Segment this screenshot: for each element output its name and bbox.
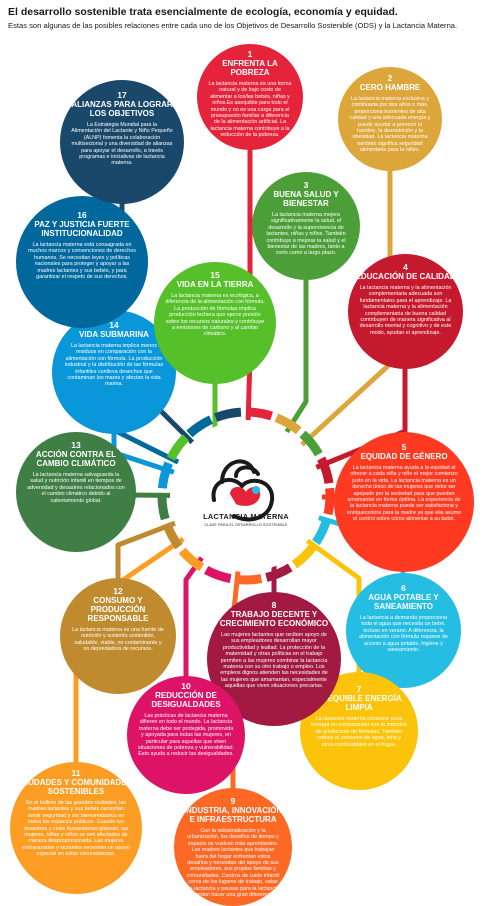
page-title: El desarrollo sostenible trata esencialm… <box>8 6 398 18</box>
goal-description: Las prácticas de lactancia materna difie… <box>138 713 234 758</box>
goal-title: ENFRENTA LA POBREZA <box>222 59 278 77</box>
goal-description: La lactancia materna ayuda a la equidad … <box>346 465 462 523</box>
center-logo: LACTANCIA MATERNA CLAVE PARA EL DESARROL… <box>170 420 322 572</box>
goal-description: Con la industrialización y la urbanizaci… <box>186 828 280 899</box>
center-ring-segment <box>166 434 190 461</box>
goal-number: 14 <box>109 320 119 330</box>
goal-10-circle: 10 REDUCCIÓN DE DESIGUALDADES Las prácti… <box>127 676 245 794</box>
goal-description: La lactancia materna salvaguarda la salu… <box>27 472 125 504</box>
goal-title: AGUA POTABLE Y SANEAMIENTO <box>368 593 439 611</box>
center-ring-segment <box>162 522 183 550</box>
goal-number: 15 <box>210 270 220 280</box>
goal-17-circle: 17 ALIANZAS PARA LOGRAR LOS OBJETIVOS La… <box>60 80 184 204</box>
goal-title: INDUSTRIA, INNOVACIÓN E INFRAESTRUCTURA <box>183 806 283 824</box>
goal-2-circle: 2 CERO HAMBRE La lactancia materna exclu… <box>338 67 442 171</box>
center-ring-segment <box>323 487 335 516</box>
center-ring-segment <box>234 574 263 585</box>
goal-title: CERO HAMBRE <box>359 83 421 92</box>
goal-title: CIUDADES Y COMUNIDADES SOSTENIBLES <box>20 778 132 796</box>
goal-description: En el bullicio de las grandes ciudades, … <box>21 800 131 858</box>
center-ring-segment <box>317 456 334 485</box>
goal-title: EQUIDAD DE GÉNERO <box>360 452 448 461</box>
center-ring-segment <box>312 517 332 546</box>
page-subtitle: Estas son algunas de las posibles relaci… <box>8 21 458 30</box>
center-ring-segment <box>291 543 317 569</box>
goal-number: 13 <box>71 440 81 450</box>
goal-11-circle: 11 CIUDADES Y COMUNIDADES SOSTENIBLES En… <box>10 762 142 894</box>
goal-title: BUENA SALUD Y BIENESTAR <box>273 190 339 208</box>
center-ring-segment <box>157 461 173 489</box>
goal-description: La lactancia materna es una fuente de nu… <box>72 627 164 653</box>
goal-4-circle: 4 EDUCACIÓN DE CALIDAD La lactancia mate… <box>348 254 463 369</box>
goal-number: 16 <box>77 210 87 220</box>
center-ring-segment <box>245 407 273 421</box>
goal-7-circle: 7 ASEQUIBLE ENERGÍA LIMPIA La lactancia … <box>300 672 418 790</box>
goal-description: La lactancia materna exclusiva y continu… <box>349 96 431 154</box>
center-ring-segment <box>178 547 205 572</box>
goal-description: La lactancia materna es ecológica, a dif… <box>165 293 265 338</box>
goal-12-circle: 12 CONSUMO Y PRODUCCIÓN RESPONSABLE La l… <box>60 578 176 694</box>
goal-title: VIDA SUBMARINA <box>79 330 149 339</box>
goal-number: 1 <box>247 49 253 59</box>
goal-1-circle: 1 ENFRENTA LA POBREZA La lactancia mater… <box>197 44 303 150</box>
goal-15-circle: 15 VIDA EN LA TIERRA La lactancia matern… <box>154 262 276 384</box>
goal-number: 3 <box>303 180 309 190</box>
center-ring-segment <box>204 565 232 583</box>
center-ring-segment <box>274 413 302 435</box>
goal-number: 8 <box>271 600 277 610</box>
goal-title: TRABAJO DECENTE Y CRECIMIENTO ECONÓMICO <box>219 610 329 628</box>
goal-description: La lactancia materna está consagrada en … <box>28 242 136 281</box>
goal-description: La lactancia materna y la alimentación c… <box>359 285 452 336</box>
breastfeeding-logo-icon <box>211 459 275 522</box>
goal-number: 7 <box>356 684 362 694</box>
goal-title: ASEQUIBLE ENERGÍA LIMPIA <box>316 694 402 712</box>
goal-9-circle: 9 INDUSTRIA, INNOVACIÓN E INFRAESTRUCTUR… <box>174 788 292 906</box>
goal-title: REDUCCIÓN DE DESIGUALDADES <box>151 691 221 709</box>
goal-title: EDUCACIÓN DE CALIDAD <box>355 272 456 281</box>
goal-description: Las mujeres lactantes que reciben apoyo … <box>220 632 328 690</box>
center-ring-segment <box>265 563 293 582</box>
goal-title: VIDA EN LA TIERRA <box>176 280 254 289</box>
goal-number: 2 <box>387 73 393 83</box>
goal-title: CONSUMO Y PRODUCCIÓN RESPONSABLE <box>87 596 149 623</box>
goal-number: 9 <box>230 796 236 806</box>
goal-number: 17 <box>117 90 127 100</box>
goal-number: 11 <box>71 768 81 778</box>
goal-description: La Estrategia Mundial para la Alimentaci… <box>71 122 173 167</box>
center-ring-segment <box>214 407 242 422</box>
goal-title: ACCIÓN CONTRA EL CAMBIO CLIMÁTICO <box>35 450 117 468</box>
center-label: LACTANCIA MATERNA <box>203 512 289 521</box>
center-ring-segment <box>157 493 170 521</box>
goal-number: 4 <box>403 262 408 272</box>
goal-number: 5 <box>401 442 407 452</box>
goal-title: ALIANZAS PARA LOGRAR LOS OBJETIVOS <box>71 100 173 118</box>
goal-3-circle: 3 BUENA SALUD Y BIENESTAR La lactancia m… <box>252 172 360 280</box>
center-ring-segment <box>299 430 323 457</box>
header: El desarrollo sostenible trata esencialm… <box>8 6 488 31</box>
goal-title: PAZ Y JUSTICIA FUERTE INSTITUCIONALIDAD <box>34 220 130 238</box>
goal-16-circle: 16 PAZ Y JUSTICIA FUERTE INSTITUCIONALID… <box>16 196 148 328</box>
goal-description: La lactancia a demanda proporciona toda … <box>359 615 448 654</box>
goal-number: 12 <box>113 586 123 596</box>
goal-description: La lactancia materna consume poca energí… <box>311 716 407 748</box>
goal-description: La lactancia materna implica menos resid… <box>64 343 164 388</box>
goal-description: La lactancia materna mejora significativ… <box>266 212 346 257</box>
goal-5-circle: 5 EQUIDAD DE GÉNERO La lactancia materna… <box>334 432 474 572</box>
goal-description: La lactancia materna es una forma natura… <box>208 81 292 139</box>
center-ring-segment <box>186 415 214 438</box>
goal-13-circle: 13 ACCIÓN CONTRA EL CAMBIO CLIMÁTICO La … <box>16 432 136 552</box>
goal-number: 10 <box>181 681 191 691</box>
goal-6-circle: 6 AGUA POTABLE Y SANEAMIENTO La lactanci… <box>346 573 461 688</box>
center-sublabel: CLAVE PARA EL DESARROLLO SOSTENIBLE <box>204 523 288 527</box>
goal-number: 6 <box>401 583 406 593</box>
goal-8-circle: 8 TRABAJO DECENTE Y CRECIMIENTO ECONÓMIC… <box>207 592 341 726</box>
